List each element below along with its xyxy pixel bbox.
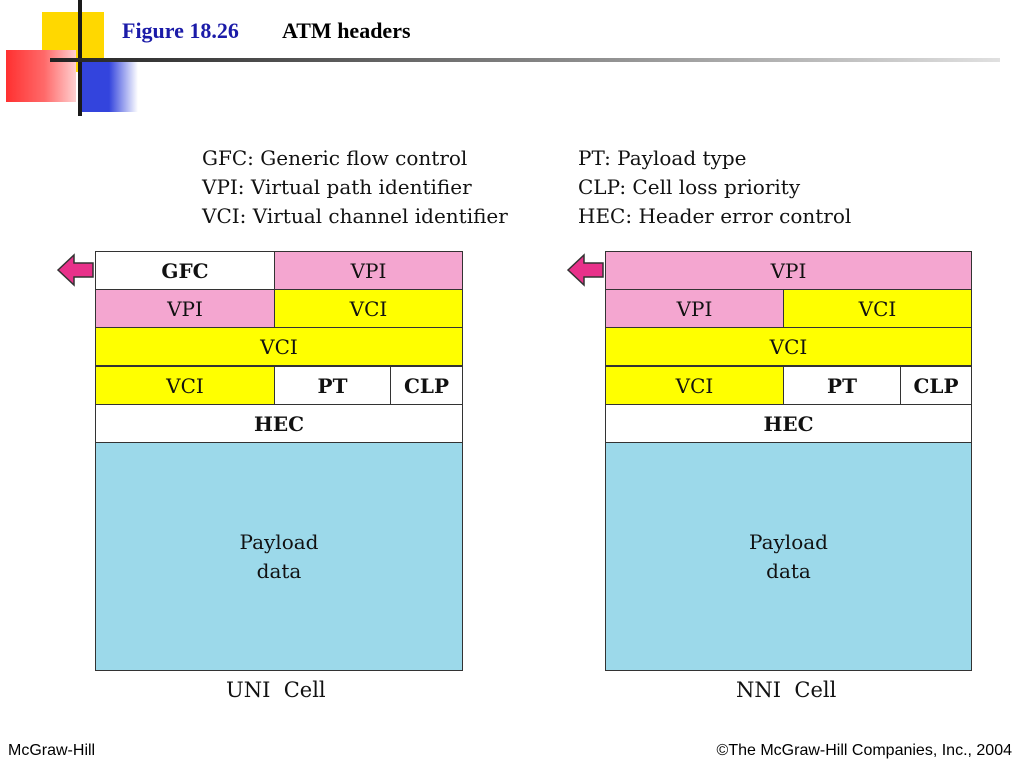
- logo-blue-square: [80, 58, 138, 112]
- uni-gfc-field: GFC: [95, 251, 275, 290]
- nni-vpi-field: VPI: [605, 251, 972, 290]
- nni-vci-field: VCI: [605, 327, 972, 366]
- nni-clp-field: CLP: [900, 366, 972, 405]
- uni-vpi-field: VPI: [274, 251, 463, 290]
- payload-label: data: [766, 558, 811, 583]
- uni-vci-field: VCI: [95, 327, 463, 366]
- legend-pt: PT: Payload type: [578, 146, 747, 170]
- legend-gfc: GFC: Generic flow control: [202, 146, 468, 170]
- payload-label: Payload: [749, 529, 828, 554]
- payload-label: Payload: [239, 529, 319, 554]
- left-arrow-icon: [566, 253, 604, 287]
- header-rule: [50, 58, 1000, 62]
- nni-vci-field: VCI: [605, 366, 784, 405]
- legend-right: PT: Payload type CLP: Cell loss priority…: [578, 144, 851, 231]
- uni-pt-field: PT: [274, 366, 391, 405]
- figure-title: ATM headers: [282, 18, 411, 43]
- legend-vpi: VPI: Virtual path identifier: [202, 175, 472, 199]
- uni-hec-field: HEC: [95, 404, 463, 443]
- nni-vci-field: VCI: [783, 289, 972, 328]
- legend-clp: CLP: Cell loss priority: [578, 175, 801, 199]
- uni-cell-caption: UNI Cell: [226, 678, 326, 702]
- legend-vci: VCI: Virtual channel identifier: [202, 204, 508, 228]
- payload-label: data: [256, 558, 302, 583]
- footer-publisher: McGraw-Hill: [8, 742, 96, 759]
- uni-clp-field: CLP: [390, 366, 463, 405]
- legend-left: GFC: Generic flow control VPI: Virtual p…: [202, 144, 508, 231]
- uni-vci-field: VCI: [95, 366, 275, 405]
- uni-vpi-field: VPI: [95, 289, 275, 328]
- nni-vpi-field: VPI: [605, 289, 784, 328]
- uni-vci-field: VCI: [274, 289, 463, 328]
- figure-number: Figure 18.26: [122, 18, 239, 43]
- uni-payload-field: Payload data: [95, 442, 463, 671]
- nni-payload-field: Payload data: [605, 442, 972, 671]
- legend-hec: HEC: Header error control: [578, 204, 852, 228]
- left-arrow-icon: [56, 253, 94, 287]
- nni-cell-caption: NNI Cell: [736, 678, 837, 702]
- footer-copyright: ©The McGraw-Hill Companies, Inc., 2004: [716, 742, 1012, 759]
- nni-hec-field: HEC: [605, 404, 972, 443]
- nni-pt-field: PT: [783, 366, 901, 405]
